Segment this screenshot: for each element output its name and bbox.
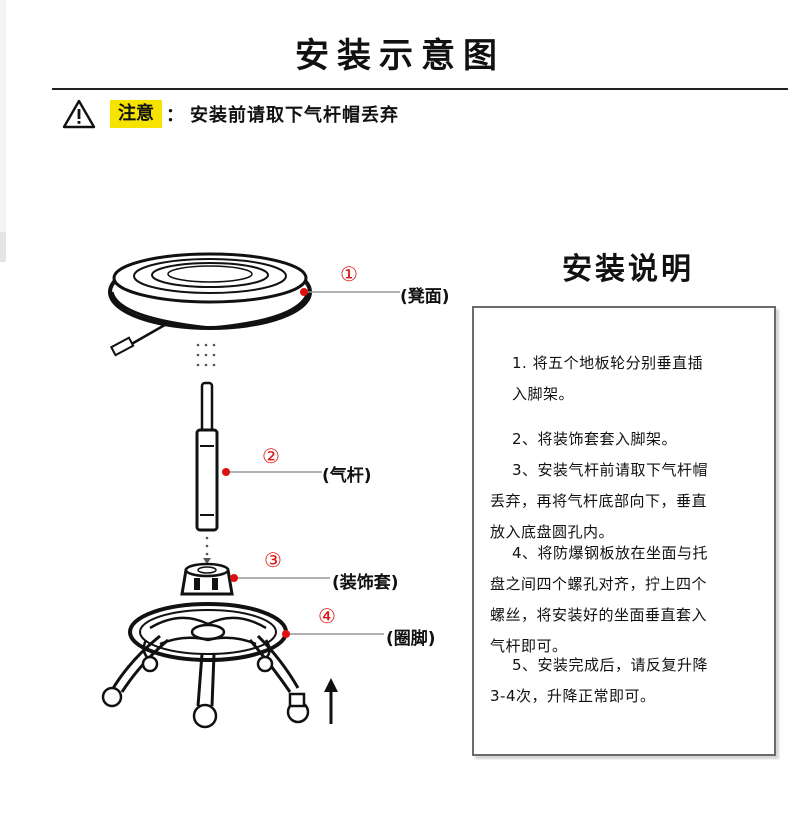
instruction-line: 2、将装饰套套入脚架。 — [512, 430, 678, 448]
decorative-sleeve — [180, 562, 234, 596]
instruction-step-4: 4、将防爆钢板放在坐面与托 盘之间四个螺孔对齐，拧上四个 螺丝，将安装好的坐面垂… — [490, 538, 762, 662]
seat-cushion — [108, 252, 312, 357]
gas-cylinder — [195, 381, 219, 532]
instruction-line: 气杆即可。 — [490, 637, 568, 655]
part-label-sleeve: (装饰套) — [332, 573, 399, 593]
instruction-step-1: 1. 将五个地板轮分别垂直插 入脚架。 — [490, 348, 762, 410]
warning-triangle-icon — [62, 99, 96, 129]
page-title: 安装示意图 — [295, 36, 505, 76]
notice-colon: ： — [166, 105, 184, 126]
instruction-line: 1. 将五个地板轮分别垂直插 — [512, 354, 704, 372]
instruction-line: 3、安装气杆前请取下气杆帽 — [512, 461, 709, 479]
connector-dots-bottom — [203, 536, 211, 564]
instruction-line: 入脚架。 — [512, 385, 575, 403]
ring-base — [101, 602, 310, 729]
part-number-cylinder: ② — [262, 444, 280, 468]
left-edge-strip — [0, 0, 6, 262]
instruction-line: 螺丝，将安装好的坐面垂直套入 — [490, 606, 708, 624]
instruction-step-3: 3、安装气杆前请取下气杆帽 丢弃，再将气杆底部向下，垂直 放入底盘圆孔内。 — [490, 455, 762, 548]
instruction-line: 丢弃，再将气杆底部向下，垂直 — [490, 492, 708, 510]
caster-wheels — [101, 655, 310, 729]
callout-dots — [222, 288, 308, 638]
instruction-line: 3-4次，升降正常即可。 — [490, 687, 656, 705]
instruction-line: 盘之间四个螺孔对齐，拧上四个 — [490, 575, 708, 593]
instruction-line: 放入底盘圆孔内。 — [490, 523, 615, 541]
notice-tag: 注意 — [110, 100, 162, 128]
left-edge-shadow — [0, 232, 6, 262]
notice-bar: 注意 ： 安装前请取下气杆帽丢弃 — [62, 98, 399, 130]
instructions-title: 安装说明 — [562, 252, 694, 287]
part-number-base: ④ — [318, 604, 336, 628]
instruction-step-2: 2、将装饰套套入脚架。 — [490, 424, 762, 455]
part-number-seat: ① — [340, 262, 358, 286]
notice-text: 安装前请取下气杆帽丢弃 — [190, 105, 399, 126]
instruction-line: 5、安装完成后，请反复升降 — [512, 656, 709, 674]
instructions-box — [472, 306, 776, 756]
title-divider — [52, 88, 788, 90]
part-label-base: (圈脚) — [386, 629, 436, 649]
callout-lines — [226, 291, 400, 635]
part-number-sleeve: ③ — [264, 548, 282, 572]
instruction-step-5: 5、安装完成后，请反复升降 3-4次，升降正常即可。 — [490, 650, 762, 712]
part-label-cylinder: (气杆) — [322, 466, 372, 486]
instruction-line: 4、将防爆钢板放在坐面与托 — [512, 544, 709, 562]
connector-dots-top — [196, 343, 216, 367]
up-arrow-icon — [324, 678, 338, 724]
part-label-seat: (凳面) — [400, 287, 450, 307]
